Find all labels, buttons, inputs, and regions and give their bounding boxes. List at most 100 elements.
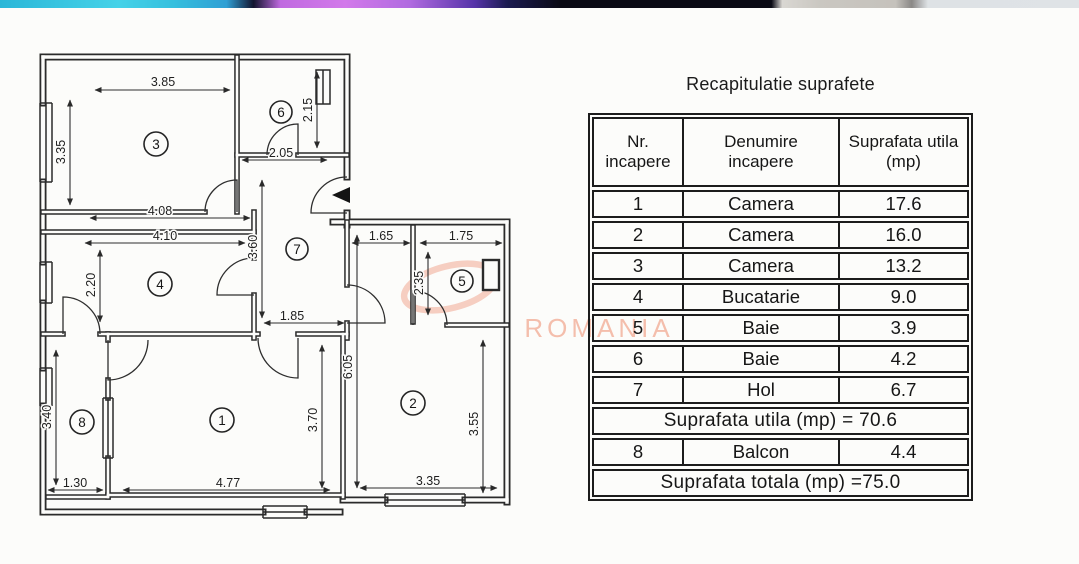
door-arc-hol-room1 <box>257 337 299 379</box>
svg-text:1: 1 <box>218 413 226 428</box>
svg-text:3.70: 3.70 <box>306 408 320 432</box>
svg-text:4.08: 4.08 <box>148 204 172 218</box>
cell-area: 4.4 <box>890 441 917 462</box>
cell-nr: 5 <box>594 316 684 340</box>
svg-text:1.75: 1.75 <box>449 229 473 243</box>
svg-text:6.05: 6.05 <box>341 355 355 379</box>
cell-nr: 7 <box>594 378 684 402</box>
header-suprafata-utila: Suprafata utila(mp) <box>848 131 959 171</box>
duct-room5 <box>481 258 501 292</box>
svg-text:2.15: 2.15 <box>301 98 315 122</box>
svg-text:3.60: 3.60 <box>246 235 260 259</box>
svg-text:5: 5 <box>458 274 466 289</box>
dimension-room3-top: 3.85 <box>94 74 231 93</box>
dimensions: 3.85 3.35 4.08 2.15 2.05 4.10 2.20 <box>39 71 503 494</box>
dimension-room5-left: 2.35 <box>411 251 431 316</box>
cell-name: Hol <box>684 378 840 402</box>
window-balcony-left <box>39 367 53 407</box>
svg-text:7: 7 <box>293 242 301 257</box>
window-room6-right <box>315 69 331 105</box>
table-row: 7 Hol 6.7 <box>592 376 969 404</box>
entrance-arrow-icon <box>332 187 350 203</box>
door-arc-room4 <box>216 257 255 296</box>
svg-text:2.20: 2.20 <box>84 273 98 297</box>
dimension-wing-left: 6.05 <box>340 234 360 489</box>
table-row: 5 Baie 3.9 <box>592 314 969 342</box>
dimension-hol-height: 3.60 <box>245 179 265 319</box>
cell-area: 13.2 <box>885 255 922 276</box>
door-arc-corridor <box>346 284 386 324</box>
cell-name: Baie <box>684 316 840 340</box>
cell-name: Balcon <box>684 440 840 464</box>
table-row: 6 Baie 4.2 <box>592 345 969 373</box>
room-label-7: 7 <box>285 237 309 261</box>
dimension-balcony-left: 3.40 <box>39 349 59 486</box>
dimension-room3-left: 3.35 <box>53 99 73 206</box>
svg-text:4.77: 4.77 <box>216 476 240 490</box>
svg-text:1.85: 1.85 <box>280 309 304 323</box>
cell-area: 9.0 <box>890 286 917 307</box>
cell-nr: 2 <box>594 223 684 247</box>
cell-area: 16.0 <box>885 224 922 245</box>
cell-name: Baie <box>684 347 840 371</box>
cell-nr: 8 <box>594 440 684 464</box>
dimension-room6-right: 2.15 <box>300 71 320 149</box>
room-label-3: 3 <box>143 131 169 157</box>
svg-text:4: 4 <box>156 277 164 292</box>
dimension-room3-bottom: 4.08 <box>89 203 251 221</box>
window-balcony-room1 <box>102 397 114 459</box>
door-arc-kitchen <box>62 296 101 335</box>
window-room4-left <box>39 261 53 304</box>
room-label-5: 5 <box>450 269 474 293</box>
door-arc-entrance <box>310 176 348 214</box>
svg-text:8: 8 <box>78 415 86 430</box>
svg-text:3.35: 3.35 <box>54 140 68 164</box>
cell-name: Bucatarie <box>684 285 840 309</box>
table-title: Recapitulatie suprafete <box>686 74 875 94</box>
cell-area: 17.6 <box>885 193 922 214</box>
room-labels: 1 2 3 4 5 6 7 8 <box>69 100 474 435</box>
dimension-room2-bottom: 3.35 <box>359 473 498 491</box>
summary-utila-row: Suprafata utila (mp) = 70.6 <box>592 407 969 435</box>
svg-text:2.35: 2.35 <box>412 271 426 295</box>
room-label-1: 1 <box>209 407 235 433</box>
door-arc-room3 <box>204 179 238 213</box>
svg-text:1.65: 1.65 <box>369 229 393 243</box>
watermark-text: ROMANIA <box>524 313 673 343</box>
room-label-2: 2 <box>400 390 426 416</box>
cell-area: 4.2 <box>890 348 917 369</box>
table-row: 2 Camera 16.0 <box>592 221 969 249</box>
svg-text:3.35: 3.35 <box>416 474 440 488</box>
table-row: 3 Camera 13.2 <box>592 252 969 280</box>
cell-nr: 3 <box>594 254 684 278</box>
doors <box>62 123 448 381</box>
cell-area: 3.9 <box>890 317 917 338</box>
summary-totala-text: Suprafata totala (mp) =75.0 <box>660 472 901 493</box>
header-nr-incapere: Nr.incapere <box>594 119 684 185</box>
svg-text:2.05: 2.05 <box>269 146 293 160</box>
cell-nr: 1 <box>594 192 684 216</box>
cell-nr: 4 <box>594 285 684 309</box>
room-label-4: 4 <box>147 271 173 297</box>
svg-text:6: 6 <box>277 105 285 120</box>
table-row: 1 Camera 17.6 <box>592 190 969 218</box>
dimension-room2-right: 3.55 <box>466 339 486 494</box>
dimension-room1-right: 3.70 <box>305 344 325 489</box>
cell-name: Camera <box>684 192 840 216</box>
top-edge-photo-strip <box>0 0 1079 8</box>
window-room2-bottom <box>384 493 466 507</box>
table-row: 4 Bucatarie 9.0 <box>592 283 969 311</box>
dimension-balcony-bottom: 1.30 <box>47 475 104 493</box>
cell-area: 6.7 <box>890 379 917 400</box>
dimension-room1-bottom: 4.77 <box>122 475 331 493</box>
cell-nr: 6 <box>594 347 684 371</box>
door-arc-room6 <box>266 123 299 156</box>
door-arc-room5 <box>412 290 448 326</box>
dimension-room4-top: 4.10 <box>84 228 246 246</box>
svg-text:3: 3 <box>152 137 160 152</box>
svg-text:2: 2 <box>409 396 417 411</box>
dimension-room6-bottom: 2.05 <box>241 145 328 163</box>
